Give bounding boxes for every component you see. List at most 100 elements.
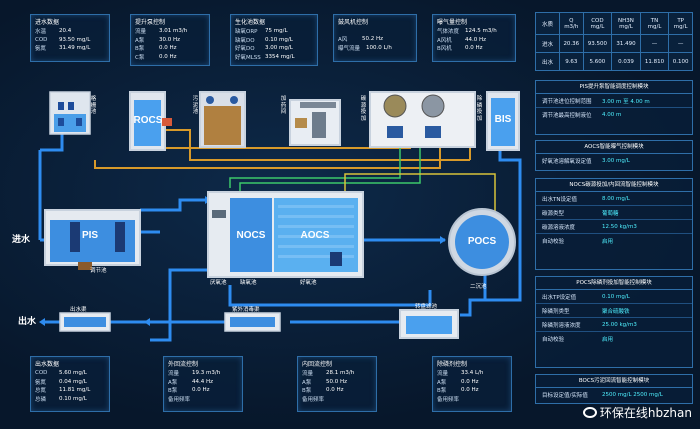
pocs-label[interactable]: POCS: [467, 236, 497, 247]
row-value: 19.3 m3/h: [192, 370, 221, 377]
blower-panel[interactable]: 鼓风机控制 A风 50.2 Hz 曝气流量 100.0 L/h: [333, 14, 417, 62]
pocs-control-module[interactable]: POCS除磷剂投加智能控制模块 出水TP设定值 0.10 mg/L 除磷剂类型 聚合…: [535, 276, 693, 368]
row-label: 水温: [35, 29, 47, 36]
row-value: 100.0 L/h: [366, 44, 392, 51]
table-header: TP mg/L: [668, 12, 693, 35]
row-label: 备用频率: [437, 396, 460, 403]
panel-title: 曝气量控制: [437, 19, 468, 26]
row-label: A风机: [437, 37, 452, 44]
setting-value[interactable]: 葡萄糖: [602, 210, 619, 217]
row-value: 3.00 mg/L: [265, 45, 293, 52]
sludge-label: 污泥池: [192, 96, 199, 115]
table-cell: —: [639, 34, 670, 53]
row-value: 0.10 mg/L: [59, 395, 87, 402]
setting-value[interactable]: 4.00 m: [602, 112, 622, 118]
setting-value[interactable]: 3.00 mg/L: [602, 158, 630, 164]
row-value: 3.01 m3/h: [159, 28, 188, 35]
bis-label[interactable]: BIS: [494, 114, 512, 125]
row-label: COD: [35, 370, 48, 377]
setting-value[interactable]: 启用: [602, 337, 614, 343]
table-header-row: 水质 Q m3/h COD mg/L NH3N mg/L TN mg/L TP …: [535, 12, 693, 35]
row-value: 44.0 Hz: [465, 36, 487, 43]
row-label: 好氧DO: [235, 46, 255, 53]
row-label: 备用频率: [168, 396, 191, 403]
row-label: 气体浓度: [437, 29, 460, 36]
setting-label: 除磷剂溶液浓度: [542, 322, 581, 329]
setting-value[interactable]: 3.00 m 至 4.00 m: [602, 98, 650, 105]
panel-title: 鼓风机控制: [338, 19, 369, 26]
setting-value[interactable]: 25.00 kg/m3: [602, 321, 637, 328]
row-label: 流量: [302, 371, 314, 378]
setting-value[interactable]: 12.50 kg/m3: [602, 223, 637, 230]
panel-title: 进水数据: [35, 19, 60, 26]
row-value: 93.50 mg/L: [59, 36, 91, 43]
setting-value[interactable]: 启用: [602, 239, 614, 245]
setting-label: 自动校验: [542, 239, 565, 245]
anaerobic-label: 厌氧池: [210, 280, 227, 286]
secondary-label: 二沉池: [470, 284, 487, 290]
aocs-label[interactable]: AOCS: [300, 230, 330, 241]
water-quality-table: 水质 Q m3/h COD mg/L NH3N mg/L TN mg/L TP …: [535, 12, 693, 71]
row-label: A风: [338, 37, 348, 44]
setting-value[interactable]: 8.00 mg/L: [602, 195, 630, 202]
anoxic-label: 缺氧池: [240, 280, 257, 286]
pis-label[interactable]: PIS: [81, 230, 99, 241]
row-value: 20.4: [59, 28, 72, 35]
setting-label: 碳源溶液浓度: [542, 224, 576, 231]
row-value: 44.4 Hz: [192, 378, 214, 385]
table-cell: 0.100: [668, 52, 693, 71]
row-label: B风机: [437, 46, 452, 53]
inlet-label: 进水: [12, 235, 31, 245]
row-label: 曝气流量: [338, 45, 361, 52]
table-header: NH3N mg/L: [611, 12, 641, 35]
setting-value[interactable]: 聚合硫酸铁: [602, 308, 630, 315]
table-row: 进水 20.36 93.500 31.490 — —: [535, 34, 693, 53]
setting-label: 出水TP设定值: [542, 294, 577, 301]
setting-label: 碳源类型: [542, 210, 565, 217]
table-cell: 31.490: [611, 34, 641, 53]
setting-label: 目标设定值/实际值: [542, 393, 588, 399]
row-label: A泵: [437, 379, 447, 386]
row-label: A泵: [168, 379, 178, 386]
row-value: 31.49 mg/L: [59, 45, 91, 52]
module-title: POCS除磷剂投加智能控制模块: [536, 277, 692, 290]
weibo-icon: [582, 407, 597, 418]
row-value: 30.0 Hz: [159, 36, 181, 43]
row-label: B泵: [168, 388, 178, 395]
row-value: 75 mg/L: [265, 28, 288, 35]
setting-label: 调节池进位控制范围: [542, 98, 592, 105]
row-label: 氨氮: [35, 379, 47, 386]
p-dosing-label: 除磷投加: [476, 96, 483, 122]
setting-value[interactable]: 2500 mg/L 2500 mg/L: [602, 392, 663, 398]
row-value: 50.2 Hz: [362, 36, 384, 43]
panel-title: 内回流控制: [302, 361, 333, 368]
table-cell: 5.600: [582, 52, 613, 71]
table-header: COD mg/L: [582, 12, 613, 35]
row-value: 0.0 Hz: [159, 53, 177, 60]
setting-label: 除磷剂类型: [542, 308, 570, 315]
row-label: 氨氮: [35, 46, 47, 53]
rocs-label[interactable]: ROCS: [133, 115, 163, 126]
nocs-label[interactable]: NOCS: [236, 230, 266, 241]
row-label: A泵: [302, 379, 312, 386]
row-value: 50.0 Hz: [326, 378, 348, 385]
row-label: B泵: [437, 388, 447, 395]
row-value: 0.0 Hz: [326, 387, 344, 394]
watermark: 环保在线hbzhan: [582, 404, 692, 421]
setting-value[interactable]: 0.10 mg/L: [602, 293, 630, 300]
panel-title: 除磷剂控制: [437, 361, 468, 368]
row-value: 0.0 Hz: [465, 45, 483, 52]
process-flow-diagram: [38, 91, 522, 342]
